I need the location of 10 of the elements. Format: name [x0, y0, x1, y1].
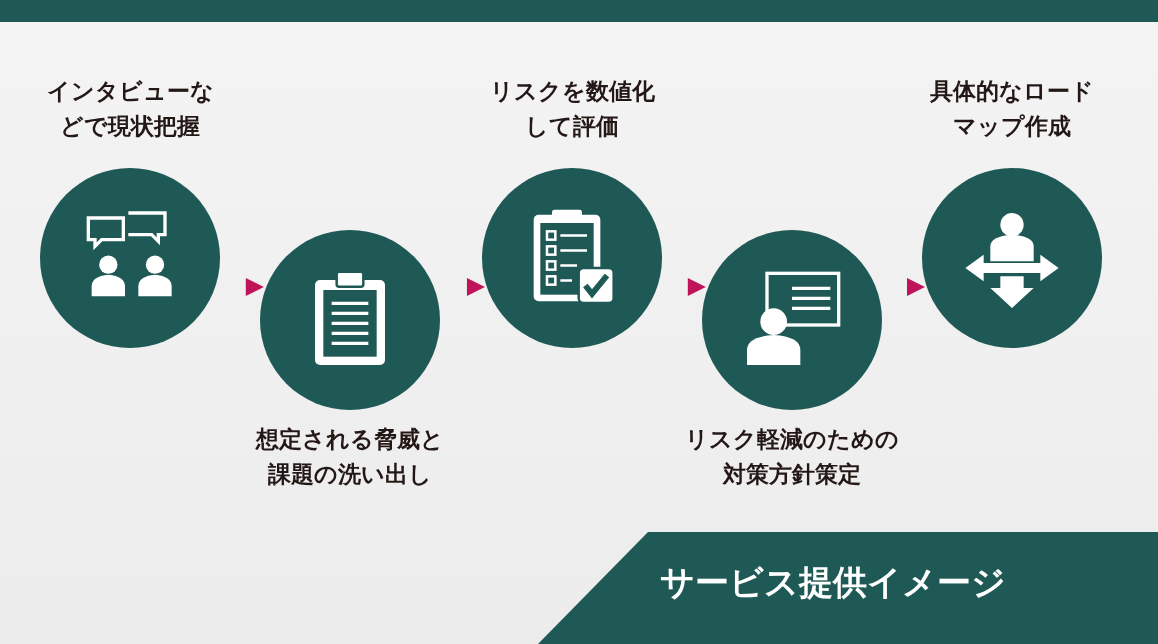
arrow	[466, 278, 485, 296]
step-label: インタビューなどで現状把握	[45, 77, 215, 141]
arrow	[245, 278, 264, 296]
step-label: 具体的なロードマップ作成	[929, 77, 1095, 141]
arrow	[906, 278, 925, 296]
arrow	[687, 278, 706, 296]
step-label: リスクを数値化して評価	[488, 77, 656, 141]
step-label: 想定される脅威と課題の洗い出し	[254, 425, 445, 489]
step-label: リスク軽減のための対策方針策定	[684, 425, 900, 489]
title: サービス提供イメージ	[660, 561, 1006, 604]
